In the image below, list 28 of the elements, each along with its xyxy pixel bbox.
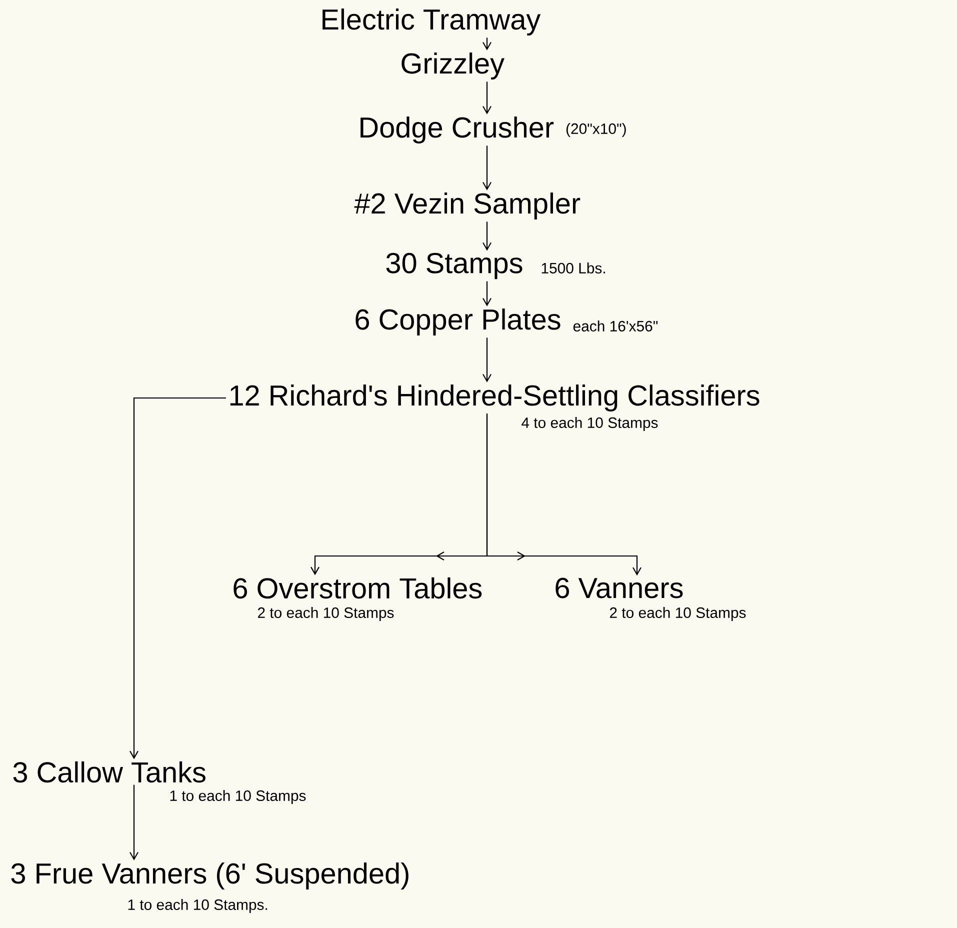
step-label: 6 Overstrom Tables <box>234 577 482 599</box>
step-note: 2 to each 10 Stamps <box>610 607 746 621</box>
step-label: Grizzley <box>402 52 504 80</box>
step-label: #2 Vezin Sampler <box>354 192 580 220</box>
arrow <box>130 397 226 760</box>
arrow <box>482 222 492 251</box>
step-label: 6 Copper Plates <box>356 308 560 336</box>
step-note: 2 to each 10 Stamps <box>258 607 394 621</box>
arrow <box>130 784 138 860</box>
arrow <box>482 281 492 306</box>
step-label: Electric Tramway <box>322 8 541 36</box>
step-note: 1 to each 10 Stamps. <box>128 899 268 913</box>
step-label: 3 Frue Vanners (6' Suspended) <box>11 862 408 890</box>
step-note: (20"x10") <box>566 123 626 137</box>
step-label: Dodge Crusher <box>360 116 554 144</box>
step-note: 4 to each 10 Stamps <box>522 417 658 431</box>
step-label: 30 Stamps <box>386 252 522 280</box>
step-note: each 16'x56" <box>573 320 658 332</box>
arrow <box>482 338 492 382</box>
step-note: 1 to each 10 Stamps <box>170 790 306 804</box>
arrow <box>482 146 492 190</box>
step-label: 6 Vanners <box>556 578 683 598</box>
step-label: 3 Callow Tanks <box>13 761 206 783</box>
step-label: 12 Richard's Hindered-Settling Classifiers <box>230 384 760 412</box>
arrow <box>486 414 642 576</box>
arrow <box>482 82 492 114</box>
step-note: 1500 Lbs. <box>542 262 605 274</box>
arrow <box>482 38 492 50</box>
